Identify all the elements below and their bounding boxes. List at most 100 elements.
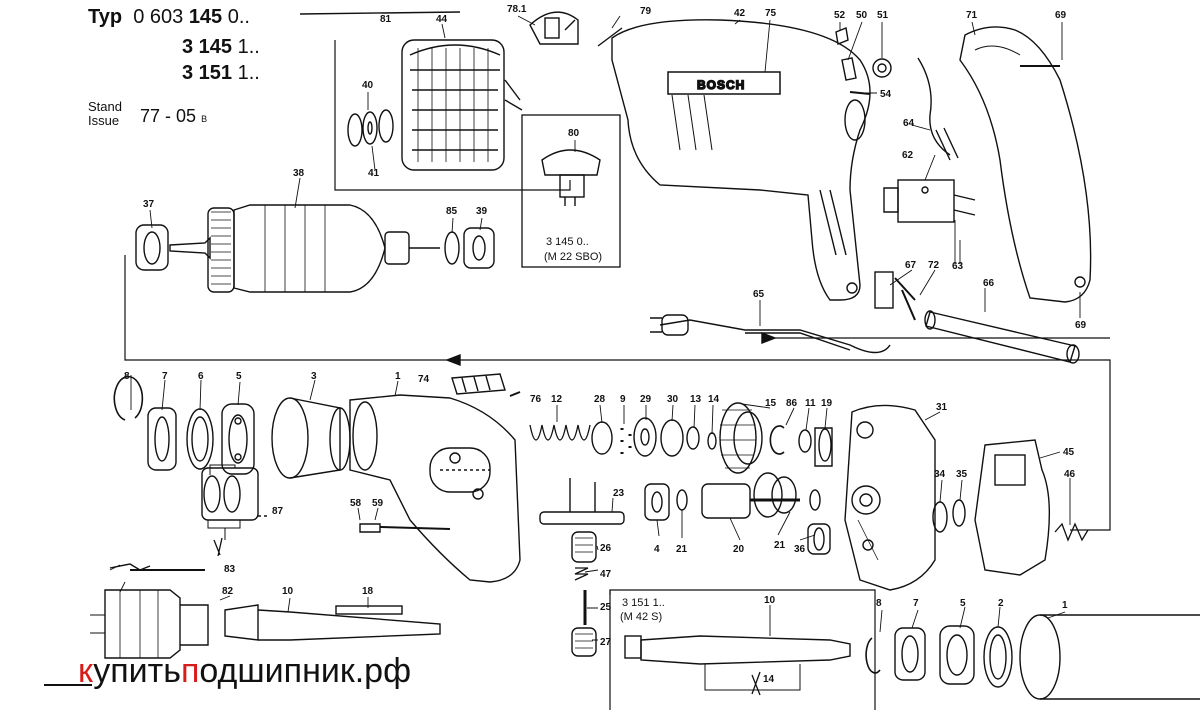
arrow-head bbox=[761, 331, 777, 345]
power-cord-65 bbox=[650, 314, 891, 354]
circlip-8b bbox=[865, 637, 881, 674]
chuck-82 bbox=[90, 589, 209, 659]
variant-2-code: 3 145 bbox=[182, 36, 233, 58]
bush-36 bbox=[807, 523, 831, 555]
part-label: 81 bbox=[380, 14, 392, 25]
field-coil-44 bbox=[401, 39, 523, 171]
part-label: 8 bbox=[876, 598, 882, 609]
switch-part-80 bbox=[541, 149, 601, 206]
part-label: 13 bbox=[690, 394, 702, 405]
spindle-housing-3 bbox=[271, 397, 351, 479]
part-label: 26 bbox=[600, 543, 612, 554]
switch-part-78-1 bbox=[529, 11, 579, 45]
part-label: 15 bbox=[765, 398, 777, 409]
part-label: 45 bbox=[1063, 447, 1075, 458]
part-label: 7 bbox=[162, 371, 168, 382]
part-label: 14 bbox=[708, 394, 720, 405]
arrow-head bbox=[445, 353, 461, 367]
leader-line bbox=[334, 40, 571, 191]
part-51 bbox=[872, 58, 892, 78]
washer-28 bbox=[591, 421, 613, 455]
bracket-87 bbox=[201, 467, 259, 521]
part-label: 8 bbox=[124, 371, 130, 382]
inset-sbo-model: (M 22 SBO) bbox=[544, 251, 602, 263]
washer-85 bbox=[444, 231, 460, 265]
variant-line-2: 3 145 1.. bbox=[182, 36, 260, 59]
housing-42 bbox=[611, 19, 871, 301]
part-label: 1 bbox=[395, 371, 401, 382]
screw-59 bbox=[379, 526, 451, 530]
typ-code-suffix: 0.. bbox=[222, 6, 250, 28]
part-label: 83 bbox=[224, 564, 236, 575]
part-label: 35 bbox=[956, 469, 968, 480]
part-label: 50 bbox=[856, 10, 868, 21]
spring-46 bbox=[1054, 522, 1089, 542]
gear-housing-1 bbox=[349, 394, 521, 583]
part-label: 29 bbox=[640, 394, 652, 405]
variant-2-suffix: 1.. bbox=[232, 36, 260, 58]
part-label: 64 bbox=[903, 118, 915, 129]
variant-3-suffix: 1.. bbox=[232, 62, 260, 84]
disc-30 bbox=[660, 419, 684, 457]
part-label: 5 bbox=[960, 598, 966, 609]
part-label: 52 bbox=[834, 10, 846, 21]
part-label: 12 bbox=[551, 394, 563, 405]
part-label: 21 bbox=[774, 540, 786, 551]
bearing-7 bbox=[147, 407, 177, 471]
ring-13 bbox=[686, 426, 700, 450]
part-51-inner bbox=[877, 63, 887, 73]
switch-62 bbox=[883, 179, 976, 223]
bearing-5b bbox=[939, 625, 975, 685]
pin-14b bbox=[751, 671, 761, 696]
part-label: 21 bbox=[676, 544, 688, 555]
part-label: 69 bbox=[1055, 10, 1067, 21]
leader-line bbox=[299, 11, 461, 15]
issue-date: 77 - 05 bbox=[140, 106, 197, 126]
type-designation: Typ 0 603 145 0.. bbox=[88, 6, 250, 29]
cable-clamp-67 bbox=[874, 271, 916, 321]
typ-label: Typ bbox=[88, 6, 123, 28]
part-label: 19 bbox=[821, 398, 833, 409]
leader-line bbox=[209, 464, 236, 475]
ring-2 bbox=[983, 626, 1013, 688]
part-label: 3 bbox=[311, 371, 317, 382]
gear-plate-31 bbox=[844, 404, 936, 591]
pin-76 bbox=[509, 391, 521, 397]
part-label: 54 bbox=[880, 89, 892, 100]
spindle-10 bbox=[224, 604, 441, 641]
part-label: 79 bbox=[640, 6, 652, 17]
part-label: 85 bbox=[446, 206, 458, 217]
shims-40-41 bbox=[347, 109, 394, 147]
part-label: 4 bbox=[654, 544, 660, 555]
pin-79 bbox=[597, 27, 623, 47]
ring-14 bbox=[707, 432, 717, 450]
housing-1b bbox=[1019, 614, 1200, 700]
leader-line bbox=[124, 255, 1111, 531]
issue-value: 77 - 05 B bbox=[140, 106, 207, 127]
inset-s-model: (M 42 S) bbox=[620, 611, 662, 623]
part-label: 63 bbox=[952, 261, 964, 272]
part-label: 10 bbox=[282, 586, 294, 597]
inset-sbo-code: 3 145 0.. bbox=[546, 236, 589, 248]
ring-6 bbox=[186, 408, 214, 470]
housing-brand: BOSCH bbox=[697, 78, 745, 92]
selector-23 bbox=[539, 478, 625, 525]
part-label: 72 bbox=[928, 260, 940, 271]
part-label: 46 bbox=[1064, 469, 1076, 480]
circlip-8 bbox=[113, 375, 144, 421]
part-label: 66 bbox=[983, 278, 995, 289]
part-label: 71 bbox=[966, 10, 978, 21]
part-number-labels: 81 44 78.1 79 42 75 52 50 51 71 69 40 41… bbox=[124, 4, 1087, 685]
bearing-5 bbox=[221, 403, 255, 475]
part-label: 76 bbox=[530, 394, 542, 405]
part-label: 18 bbox=[362, 586, 374, 597]
part-label: 31 bbox=[936, 402, 948, 413]
part-label: 11 bbox=[805, 398, 816, 409]
bolt-58 bbox=[359, 523, 381, 533]
cable-64 bbox=[917, 57, 951, 156]
grip-74 bbox=[451, 373, 506, 395]
part-label: 1 bbox=[1062, 600, 1068, 611]
screw-hole bbox=[1074, 276, 1086, 288]
part-label: 37 bbox=[143, 199, 155, 210]
spring-12 bbox=[529, 424, 591, 441]
